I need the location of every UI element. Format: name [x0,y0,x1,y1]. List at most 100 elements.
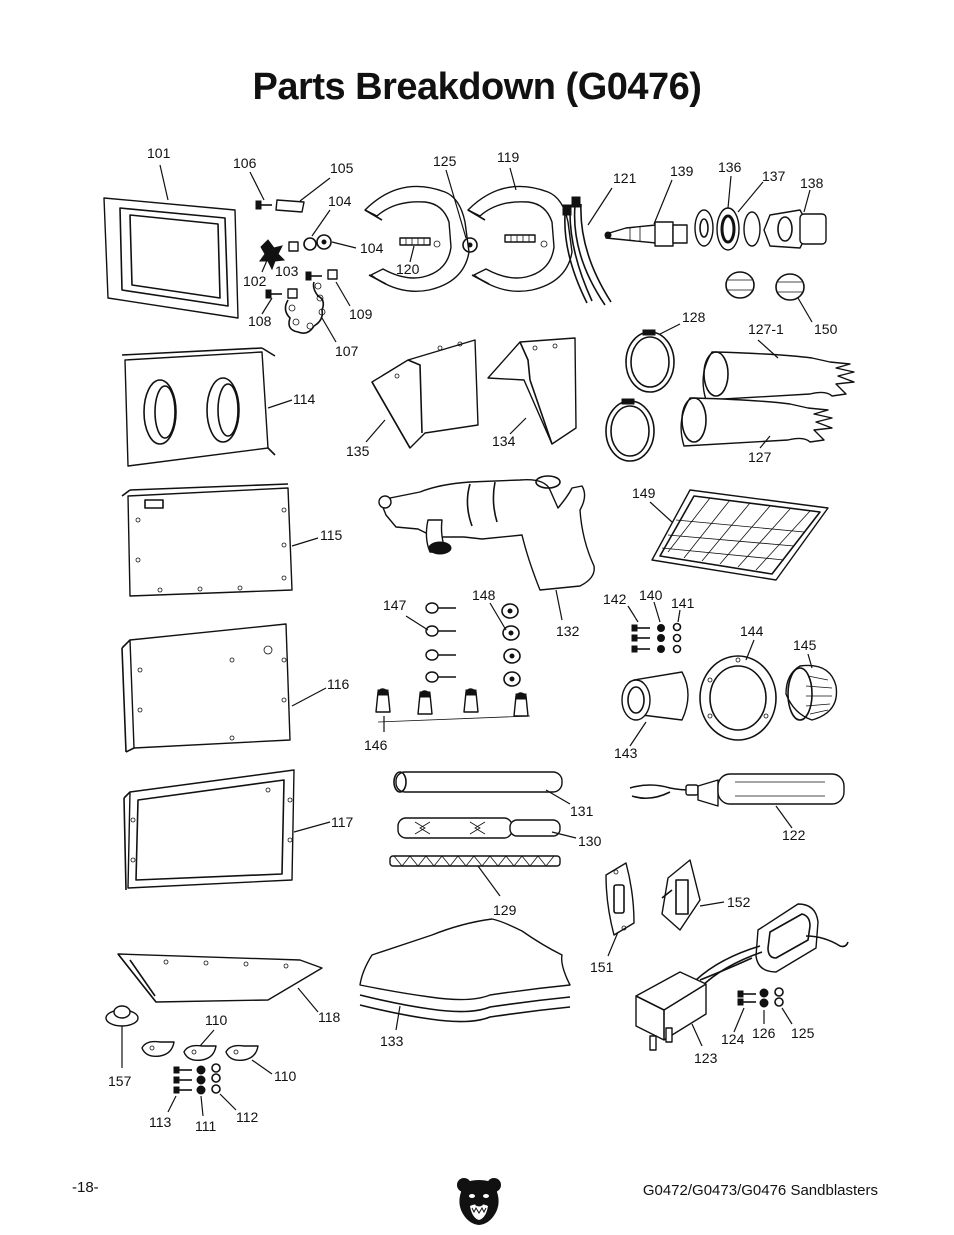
label-148: 148 [472,587,496,603]
part-131-hose [393,771,563,793]
label-149: 149 [632,485,656,501]
part-108-screw-nut [265,288,298,299]
label-151: 151 [590,959,614,975]
part-109-screw-nut [305,269,338,281]
label-103: 103 [275,263,299,279]
label-128: 128 [682,309,706,325]
label-139: 139 [670,163,694,179]
part-138-nozzle-nut [743,209,827,249]
part-114-front-panel [121,347,276,467]
label-117: 117 [331,814,354,830]
part-145-lamp-reflector [785,664,838,721]
label-137: 137 [762,168,786,184]
label-105: 105 [330,160,354,176]
label-132: 132 [556,623,580,639]
label-114: 114 [293,391,316,407]
part-106-screw [255,200,272,210]
label-136: 136 [718,159,742,175]
label-127-1: 127-1 [748,321,784,337]
label-127: 127 [748,449,772,465]
part-127-gloves [680,351,855,447]
label-119: 119 [497,149,520,165]
part-134-bracket [487,337,577,445]
label-115: 115 [320,527,343,543]
label-101: 101 [147,145,171,161]
part-104-nut [303,234,332,251]
part-144-ring [699,655,777,741]
label-104b: 104 [360,240,384,256]
part-lamp-housing [695,903,849,989]
label-107: 107 [335,343,359,359]
label-123: 123 [694,1050,718,1066]
part-110-latches [141,1040,259,1062]
part-143-cone [621,671,689,721]
part-152-switch [661,859,701,931]
part-124-126-hardware [737,987,784,1008]
bear-head-logo-icon [457,1178,501,1225]
label-102: 102 [243,273,267,289]
label-113: 113 [149,1114,172,1130]
part-157-rubber-foot [105,1005,139,1027]
label-135: 135 [346,443,370,459]
part-139-nozzle-fitting [604,221,688,247]
label-147: 147 [383,597,407,613]
label-141: 141 [671,595,695,611]
part-120-clamp-left [364,185,470,293]
label-130: 130 [578,833,602,849]
part-140-142-hardware [631,622,682,654]
label-140: 140 [639,587,663,603]
label-121: 121 [613,170,637,186]
part-150-hose-clamps [725,271,805,301]
label-146: 146 [364,737,388,753]
label-118: 118 [318,1009,341,1025]
label-144: 144 [740,623,764,639]
label-104a: 104 [328,193,352,209]
part-105-hinge [275,199,305,213]
part-133-sheets [359,918,571,1023]
part-148-nuts [501,603,521,687]
label-150: 150 [814,321,838,337]
part-137-washer [716,207,740,251]
part-129-tube [389,855,561,867]
part-151-switch-plate [605,862,635,936]
part-135-bracket [371,339,479,449]
part-125-nut-upper [462,237,478,253]
label-106: 106 [233,155,257,171]
part-115-side-panel [121,483,293,597]
label-157: 157 [108,1073,132,1089]
part-118-bottom-tray [117,953,323,1003]
label-124: 124 [721,1031,745,1047]
part-132-blast-gun [378,475,595,591]
label-125b: 125 [791,1025,815,1041]
label-126: 126 [752,1025,776,1041]
part-128-band-clamps [605,329,675,462]
part-103-nut [288,241,299,252]
part-116-side-panel [121,623,291,753]
part-107-chain [284,281,326,334]
label-112: 112 [236,1109,259,1125]
label-142: 142 [603,591,627,607]
label-120: 120 [396,261,420,277]
part-111-113-hardware [173,1063,221,1095]
label-111: 111 [195,1118,216,1134]
label-129: 129 [493,902,517,918]
label-116: 116 [327,676,350,692]
label-138: 138 [800,175,824,191]
label-110b: 110 [274,1068,297,1084]
part-147-screws [425,602,456,683]
label-133: 133 [380,1033,404,1049]
label-125a: 125 [433,153,457,169]
part-149-filter-screen [651,489,829,581]
label-108: 108 [248,313,272,329]
label-143: 143 [614,745,638,761]
part-123-power-adapter [635,957,753,1051]
label-134: 134 [492,433,516,449]
footer-title: G0472/G0473/G0476 Sandblasters [642,1182,878,1199]
page-title: Parts Breakdown (G0476) [252,66,702,108]
label-122: 122 [782,827,806,843]
label-145: 145 [793,637,817,653]
label-109: 109 [349,306,373,322]
label-110a: 110 [205,1012,228,1028]
label-131: 131 [570,803,594,819]
